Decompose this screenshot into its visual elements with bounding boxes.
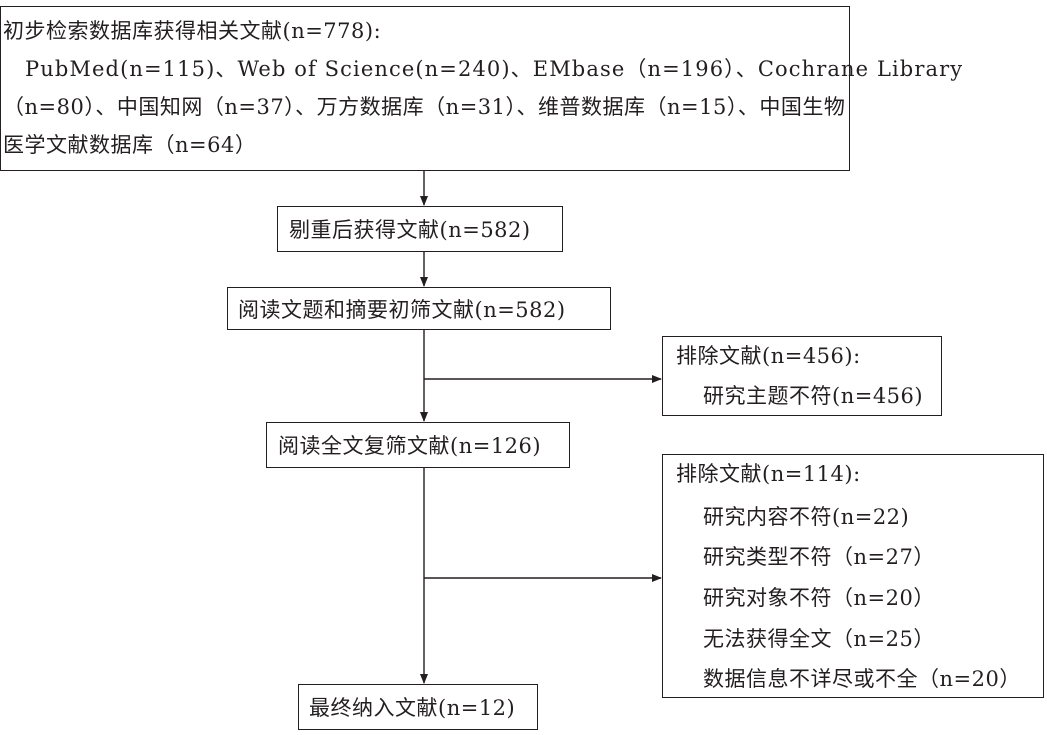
exclusion-1-item: 研究主题不符(n=456) (703, 384, 924, 408)
initial-search-title: 初步检索数据库获得相关文献(n=778): (3, 19, 382, 43)
dedup-text: 剔重后获得文献(n=582) (289, 218, 531, 242)
exclusion-2-item: 研究内容不符(n=22) (703, 505, 910, 529)
exclusion-box-2: 排除文献(n=114): 研究内容不符(n=22) 研究类型不符（n=27） 研… (662, 454, 1044, 698)
final-text: 最终纳入文献(n=12) (309, 696, 516, 720)
fulltext-text: 阅读全文复筛文献(n=126) (278, 434, 542, 458)
exclusion-2-item: 数据信息不详尽或不全（n=20） (703, 667, 1021, 691)
fulltext-box: 阅读全文复筛文献(n=126) (266, 422, 570, 468)
exclusion-2-item: 研究类型不符（n=27） (703, 545, 935, 569)
exclusion-2-item: 无法获得全文（n=25） (703, 627, 935, 651)
exclusion-1-title: 排除文献(n=456): (676, 344, 861, 368)
initial-search-line-4: 医学文献数据库（n=64） (3, 133, 257, 157)
initial-search-line-2: PubMed(n=115)、Web of Science(n=240)、EMba… (25, 57, 964, 81)
exclusion-2-title: 排除文献(n=114): (676, 462, 861, 486)
initial-search-box: 初步检索数据库获得相关文献(n=778): PubMed(n=115)、Web … (0, 6, 962, 171)
exclusion-box-1: 排除文献(n=456): 研究主题不符(n=456) (662, 336, 942, 416)
final-box: 最终纳入文献(n=12) (298, 684, 538, 730)
initial-search-line-3: （n=80）、中国知网（n=37）、万方数据库（n=31）、维普数据库（n=15… (3, 95, 846, 119)
dedup-box: 剔重后获得文献(n=582) (277, 206, 563, 252)
exclusion-2-item: 研究对象不符（n=20） (703, 586, 935, 610)
screening-text: 阅读文题和摘要初筛文献(n=582) (238, 298, 566, 322)
screening-box: 阅读文题和摘要初筛文献(n=582) (227, 287, 611, 330)
